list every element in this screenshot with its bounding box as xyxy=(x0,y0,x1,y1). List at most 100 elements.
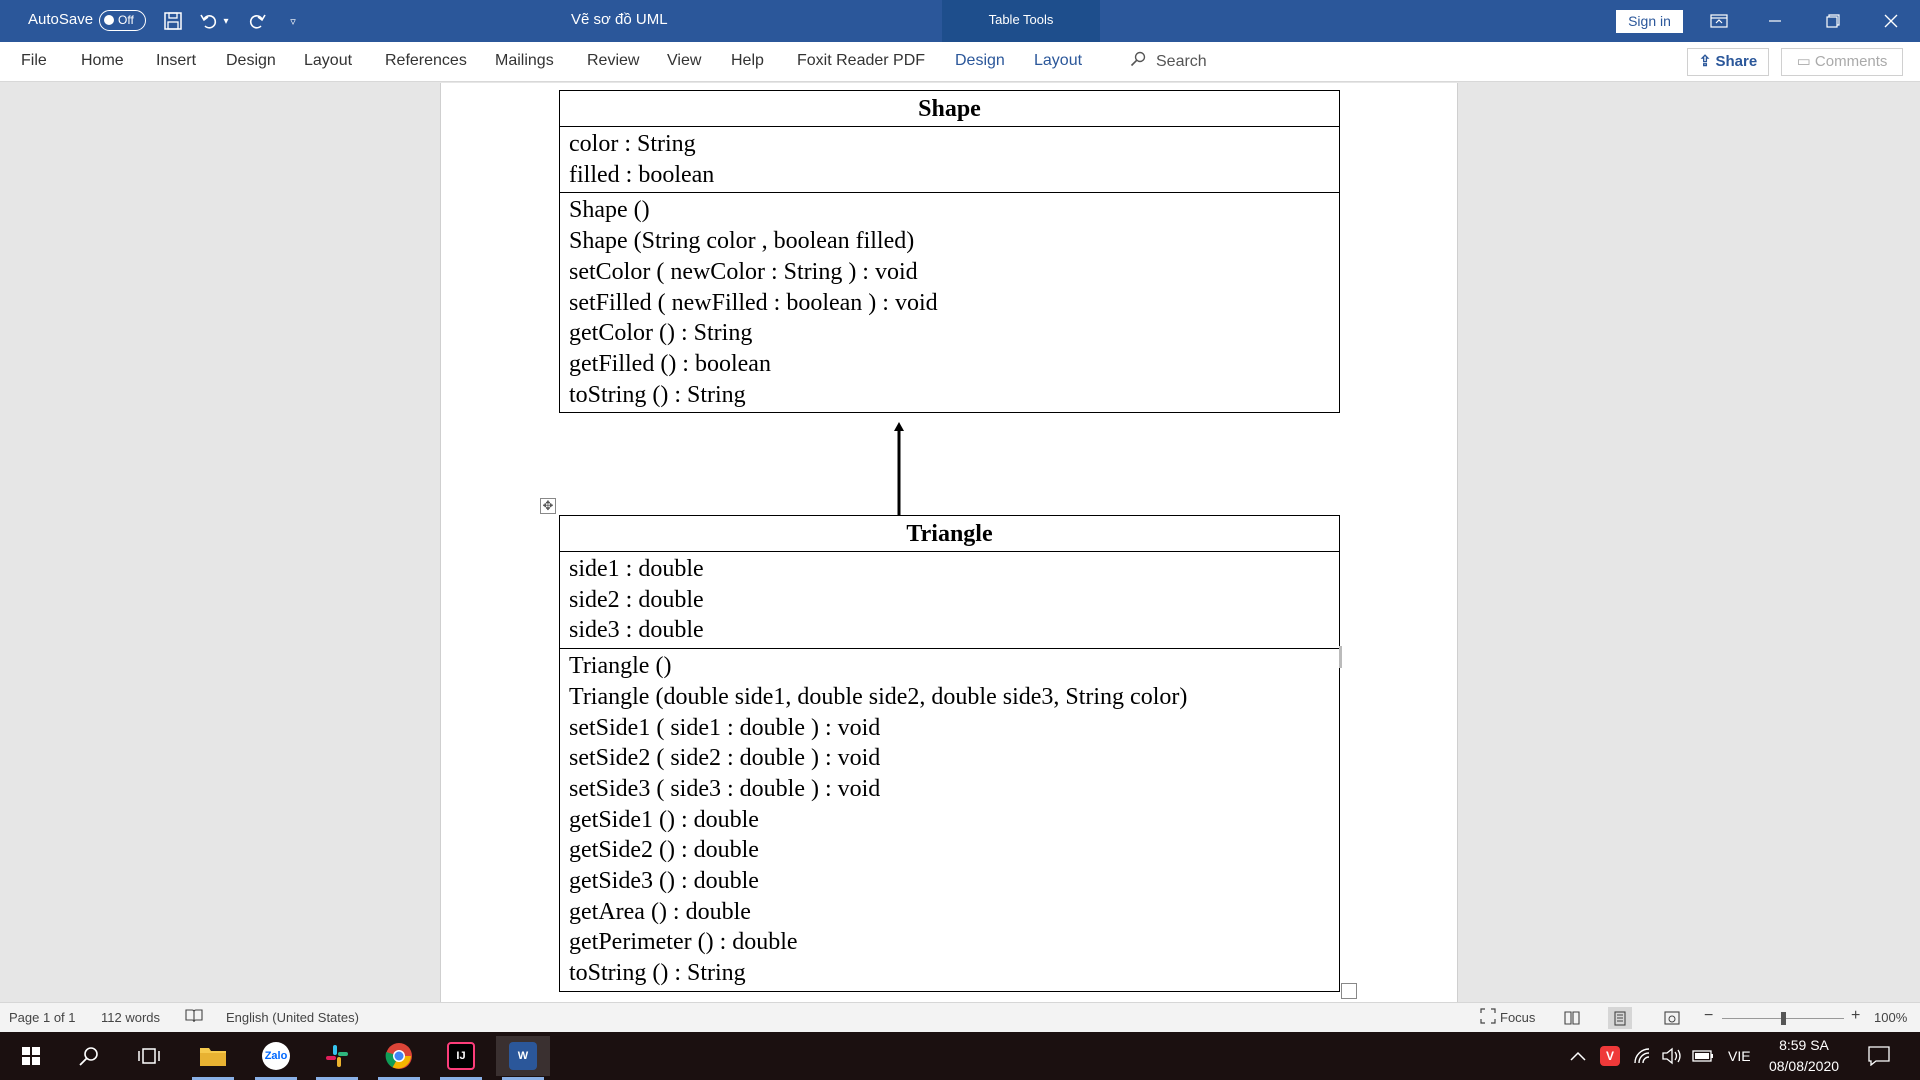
wifi-icon[interactable] xyxy=(1633,1032,1653,1080)
search-icon xyxy=(1130,51,1146,72)
task-view-icon[interactable] xyxy=(122,1036,176,1076)
table-resize-handle[interactable] xyxy=(1341,983,1357,999)
save-icon[interactable] xyxy=(160,8,186,34)
customize-toolbar-icon[interactable]: ▿ xyxy=(290,15,296,28)
share-icon: ⇪ xyxy=(1698,53,1716,70)
method-row: setColor ( newColor : String ) : void xyxy=(569,258,918,285)
tab-mailings[interactable]: Mailings xyxy=(495,52,554,69)
tab-table-design[interactable]: Design xyxy=(955,52,1005,69)
word-count[interactable]: 112 words xyxy=(101,1010,161,1025)
autosave-state: Off xyxy=(118,13,134,27)
toggle-knob xyxy=(104,15,114,25)
document-page[interactable]: Shape color : String filled : boolean Sh… xyxy=(440,83,1458,1002)
class-name: Triangle xyxy=(560,516,1339,552)
attribute-row: filled : boolean xyxy=(569,161,715,188)
tab-design[interactable]: Design xyxy=(226,52,276,69)
close-icon[interactable] xyxy=(1868,0,1914,42)
intellij-idea-icon[interactable]: IJ xyxy=(434,1036,488,1080)
tab-foxit-reader-pdf[interactable]: Foxit Reader PDF xyxy=(797,52,926,69)
attributes-section: color : String filled : boolean xyxy=(560,127,1339,192)
zoom-out-icon[interactable]: − xyxy=(1704,1007,1714,1024)
method-row: Shape () xyxy=(569,197,650,224)
share-button[interactable]: ⇪ Share xyxy=(1687,48,1769,76)
zoom-level[interactable]: 100% xyxy=(1874,1010,1908,1025)
ribbon-display-options-icon[interactable] xyxy=(1696,0,1742,42)
read-mode-icon[interactable] xyxy=(1560,1007,1584,1029)
tab-file[interactable]: File xyxy=(21,52,47,69)
ribbon-tab-bar: File Home Insert Design Layout Reference… xyxy=(0,42,1920,82)
attribute-row: side1 : double xyxy=(569,556,704,582)
document-title: Vẽ sơ đồ UML xyxy=(571,11,668,28)
vivaldi-tray-icon[interactable]: V xyxy=(1600,1032,1620,1080)
method-row: getSide1 () : double xyxy=(569,806,759,833)
table-move-handle[interactable]: ✥ xyxy=(540,498,556,514)
tab-home[interactable]: Home xyxy=(81,52,124,69)
zalo-icon[interactable]: Zalo xyxy=(249,1036,303,1080)
method-row: getSide3 () : double xyxy=(569,868,759,895)
tab-references[interactable]: References xyxy=(385,52,467,69)
focus-mode-button[interactable]: Focus xyxy=(1500,1010,1536,1025)
method-row: setFilled ( newFilled : boolean ) : void xyxy=(569,289,938,316)
tab-insert[interactable]: Insert xyxy=(156,52,197,69)
comment-icon: ▭ xyxy=(1796,53,1815,70)
uml-class-triangle[interactable]: Triangle side1 : double side2 : double s… xyxy=(559,515,1340,992)
undo-icon[interactable] xyxy=(196,8,222,34)
uml-class-shape[interactable]: Shape color : String filled : boolean Sh… xyxy=(559,90,1340,414)
proofing-icon[interactable] xyxy=(185,1008,203,1027)
methods-section: Triangle () Triangle (double side1, doub… xyxy=(560,648,1339,991)
tab-layout[interactable]: Layout xyxy=(304,52,353,69)
start-windows-icon[interactable] xyxy=(4,1036,58,1076)
method-row: setSide3 ( side3 : double ) : void xyxy=(569,775,881,802)
minimize-icon[interactable] xyxy=(1752,0,1798,42)
chrome-icon[interactable] xyxy=(372,1036,426,1080)
method-row: setSide1 ( side1 : double ) : void xyxy=(569,714,881,741)
document-area: Shape color : String filled : boolean Sh… xyxy=(0,83,1920,1002)
method-row: toString () : String xyxy=(569,381,746,408)
undo-dropdown-icon[interactable]: ▾ xyxy=(223,15,229,27)
autosave-toggle[interactable]: Off xyxy=(99,10,146,31)
language-indicator[interactable]: English (United States) xyxy=(226,1010,359,1025)
tab-table-layout[interactable]: Layout xyxy=(1034,52,1083,69)
search-box[interactable]: Search xyxy=(1130,51,1207,72)
method-row: toString () : String xyxy=(569,960,746,987)
input-language[interactable]: VIE xyxy=(1728,1048,1751,1064)
word-icon[interactable]: W xyxy=(496,1036,550,1080)
tab-review[interactable]: Review xyxy=(587,52,640,69)
zoom-in-icon[interactable]: + xyxy=(1851,1007,1861,1024)
focus-icon[interactable] xyxy=(1480,1008,1496,1027)
restore-icon[interactable] xyxy=(1810,0,1856,42)
redo-icon[interactable] xyxy=(244,8,270,34)
method-row: Triangle (double side1, double side2, do… xyxy=(569,683,1188,710)
inheritance-arrow[interactable] xyxy=(893,422,905,516)
table-tools-group: Table Tools xyxy=(942,0,1100,42)
attribute-row: side3 : double xyxy=(569,617,704,644)
attribute-row: color : String xyxy=(569,131,696,157)
tab-view[interactable]: View xyxy=(667,52,702,69)
battery-icon[interactable] xyxy=(1692,1032,1714,1080)
zoom-slider-thumb[interactable] xyxy=(1781,1012,1786,1025)
taskbar-search-icon[interactable] xyxy=(62,1036,116,1076)
clock-date: 08/08/2020 xyxy=(1768,1058,1840,1074)
method-row: Triangle () xyxy=(569,653,672,680)
comments-button[interactable]: ▭ Comments xyxy=(1781,48,1903,76)
search-label: Search xyxy=(1156,52,1207,70)
tab-help[interactable]: Help xyxy=(731,52,764,69)
method-row: getColor () : String xyxy=(569,320,753,347)
page-count[interactable]: Page 1 of 1 xyxy=(9,1010,76,1025)
volume-icon[interactable] xyxy=(1661,1032,1683,1080)
class-name: Shape xyxy=(560,91,1339,127)
taskbar-clock[interactable]: 8:59 SA 08/08/2020 xyxy=(1760,1035,1848,1077)
method-row: Shape (String color , boolean filled) xyxy=(569,228,915,255)
file-explorer-icon[interactable] xyxy=(186,1036,240,1080)
notifications-icon[interactable] xyxy=(1868,1032,1890,1080)
web-layout-icon[interactable] xyxy=(1660,1007,1684,1029)
clock-time: 8:59 SA xyxy=(1779,1037,1829,1053)
autosave-label: AutoSave xyxy=(28,11,94,28)
methods-section: Shape () Shape (String color , boolean f… xyxy=(560,192,1339,412)
sign-in-button[interactable]: Sign in xyxy=(1616,10,1683,33)
slack-icon[interactable] xyxy=(310,1036,364,1080)
column-resize-marker[interactable] xyxy=(1339,646,1342,668)
method-row: getArea () : double xyxy=(569,898,751,925)
print-layout-icon[interactable] xyxy=(1608,1007,1632,1029)
show-hidden-icons-icon[interactable] xyxy=(1570,1032,1586,1080)
